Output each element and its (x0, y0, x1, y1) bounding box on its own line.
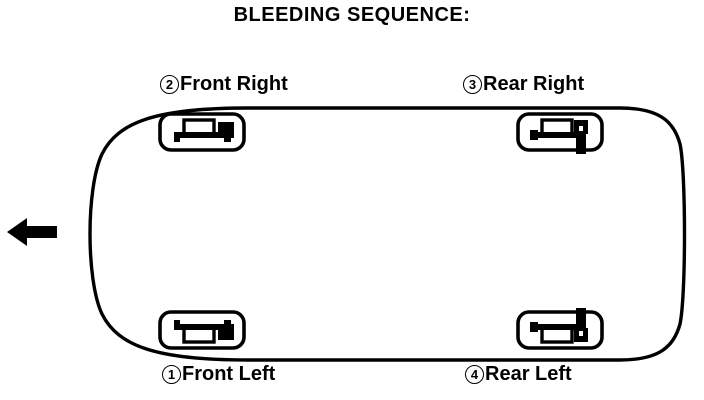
sequence-number-1: 1 (162, 364, 181, 384)
wheel-label-rear-left: 4 Rear Left (465, 364, 572, 384)
forward-direction-arrow-icon (7, 218, 57, 246)
wheel-label-front-left: 1 Front Left (162, 364, 275, 384)
brake-caliper-icon-rear-left (516, 308, 604, 350)
brake-caliper-icon-front-left (158, 310, 246, 350)
sequence-number-2: 2 (160, 74, 179, 94)
wheel-label-text: Front Left (182, 363, 276, 385)
brake-caliper-icon-rear-right (516, 112, 604, 154)
brake-caliper-icon-front-right (158, 112, 246, 152)
vehicle-body-outline (88, 106, 687, 362)
wheel-label-rear-right: 3 Rear Right (463, 74, 584, 94)
wheel-label-text: Rear Left (485, 363, 572, 385)
page-title: BLEEDING SEQUENCE: (233, 4, 471, 26)
wheel-label-front-right: 2 Front Right (160, 74, 288, 94)
wheel-label-text: Front Right (180, 73, 288, 95)
sequence-number-3: 3 (463, 74, 482, 94)
wheel-label-text: Rear Right (483, 73, 585, 95)
sequence-number-4: 4 (465, 364, 484, 384)
